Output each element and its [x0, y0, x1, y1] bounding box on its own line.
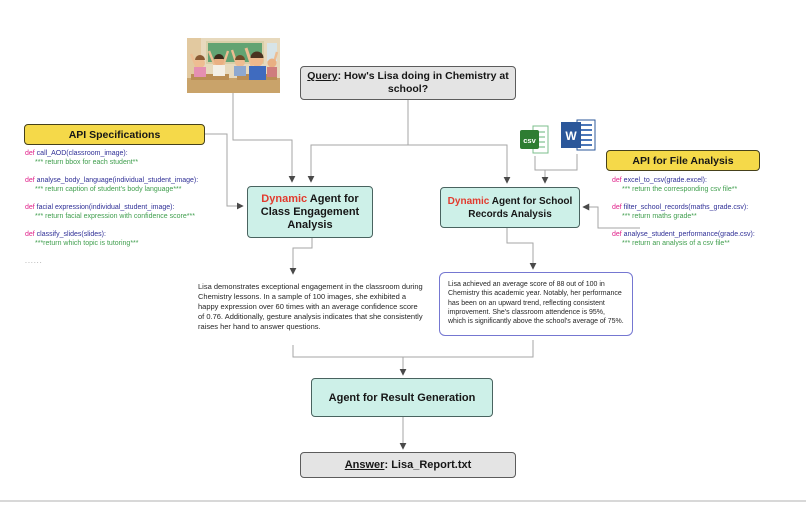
- code-signature: facial expression(individual_student_ima…: [34, 204, 175, 211]
- api-specifications-title: API Specifications: [68, 128, 161, 141]
- connector-query-to-class-agent: [307, 100, 409, 183]
- window-bottom-edge: [0, 500, 806, 502]
- agent-school-records-label: Agent for School Records Analysis: [468, 195, 573, 220]
- agent-school-records: Dynamic Agent for School Records Analysi…: [440, 187, 580, 228]
- connector-right-result-merge: [403, 340, 534, 358]
- connector-csv-merge: [534, 156, 545, 171]
- ellipsis: ......: [25, 258, 43, 265]
- answer-text: : Lisa_Report.txt: [384, 459, 472, 471]
- api-function: def call_AOD(classroom_image): *** return…: [25, 149, 230, 167]
- api-file-analysis-header: API for File Analysis: [606, 150, 760, 171]
- dynamic-label: Dynamic: [447, 195, 490, 207]
- api-function: def analyse_body_language(individual_stu…: [25, 176, 230, 194]
- api-function: def filter_school_records(maths_grade.cs…: [612, 203, 804, 221]
- api-function: def facial expression(individual_student…: [25, 203, 230, 221]
- answer-box: Answer: Lisa_Report.txt: [300, 452, 516, 478]
- code-keyword: def: [25, 177, 35, 184]
- code-signature: excel_to_csv(grade.excel):: [621, 177, 707, 184]
- connector-records-agent-to-result: [506, 228, 537, 270]
- code-keyword: def: [612, 231, 622, 238]
- classroom-image: [187, 38, 280, 93]
- connector-word-merge: [545, 154, 578, 171]
- api-file-analysis-code: def excel_to_csv(grade.excel): *** return…: [612, 176, 804, 257]
- code-signature: analyse_body_language(individual_student…: [34, 177, 199, 184]
- dynamic-label: Dynamic: [261, 192, 308, 205]
- code-comment: ***return which topic is tutoring***: [35, 240, 139, 247]
- csv-icon-label: csv: [523, 136, 536, 145]
- api-function: def excel_to_csv(grade.excel): *** return…: [612, 176, 804, 194]
- code-comment: *** return caption of student's body lan…: [35, 186, 182, 193]
- connector-class-agent-to-result: [289, 238, 313, 275]
- code-keyword: def: [25, 204, 35, 211]
- code-keyword: def: [612, 204, 622, 211]
- code-keyword: def: [25, 150, 35, 157]
- api-function: def analyse_student_performance(grade.cs…: [612, 230, 804, 248]
- api-function: def classify_slides(slides): ***return wh…: [25, 230, 230, 248]
- code-comment: *** return the corresponding csv file**: [622, 186, 738, 193]
- query-box: Query: How's Lisa doing in Chemistry at …: [300, 66, 516, 100]
- word-icon-label: W: [565, 129, 577, 143]
- class-engagement-result-text: Lisa demonstrates exceptional engagement…: [198, 282, 423, 331]
- code-comment: *** return an analysis of a csv file**: [622, 240, 730, 247]
- code-signature: call_AOD(classroom_image):: [34, 150, 128, 157]
- agent-class-engagement: Dynamic Agent for Class Engagement Analy…: [247, 186, 373, 238]
- api-specifications-code: def call_AOD(classroom_image): *** return…: [25, 149, 230, 266]
- code-comment: *** return maths grade**: [622, 213, 697, 220]
- code-signature: classify_slides(slides):: [34, 231, 106, 238]
- csv-file-icon: csv: [520, 124, 550, 156]
- code-comment: *** return facial expression with confid…: [35, 213, 195, 220]
- code-comment: *** return bbox for each student**: [35, 159, 139, 166]
- code-signature: analyse_student_performance(grade.csv):: [621, 231, 755, 238]
- agent-result-generation: Agent for Result Generation: [311, 378, 493, 417]
- connector-image-to-class-agent: [232, 93, 296, 183]
- answer-label: Answer: [344, 459, 385, 471]
- connector-apispec-to-class-agent: [205, 133, 244, 210]
- code-signature: filter_school_records(maths_grade.csv):: [621, 204, 749, 211]
- code-keyword: def: [612, 177, 622, 184]
- connector-query-to-records-agent: [408, 144, 511, 184]
- connector-left-result-merge: [292, 345, 403, 358]
- connector-apifile-to-records-agent: [582, 203, 640, 229]
- query-text: : How's Lisa doing in Chemistry at schoo…: [337, 70, 509, 95]
- school-records-result-box: Lisa achieved an average score of 88 out…: [439, 272, 633, 336]
- code-keyword: def: [25, 231, 35, 238]
- agent-result-generation-label: Agent for Result Generation: [328, 391, 476, 404]
- api-specifications-header: API Specifications: [24, 124, 205, 145]
- agent-class-engagement-label: Agent for Class Engagement Analysis: [260, 192, 360, 231]
- api-file-analysis-title: API for File Analysis: [632, 154, 734, 167]
- query-label: Query: [307, 70, 338, 82]
- word-file-icon: W: [561, 118, 597, 154]
